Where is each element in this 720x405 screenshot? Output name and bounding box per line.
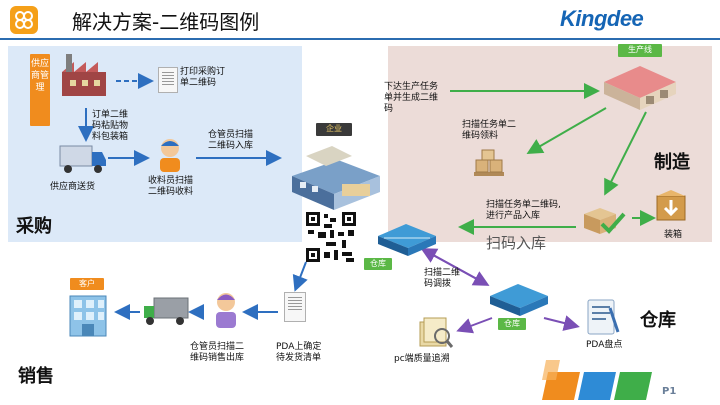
pda-inventory-caption: PDA盘点 [586,340,623,350]
scan-transfer-caption: 扫描二维 码调拨 [424,268,461,289]
packing-box-icon [654,188,688,222]
purchase-order-document-icon [158,67,178,93]
page-number: P1 [662,386,677,397]
page-title: 解决方案-二维码图例 [72,10,260,34]
production-line-building-icon [600,58,680,112]
pda-device-icon [582,298,622,338]
factory-icon [56,52,110,100]
supplier-delivery-caption: 供应商送货 [50,182,96,192]
checked-box-icon [580,204,626,236]
enterprise-tag: 企业 [316,123,352,136]
shipping-list-document-icon [284,292,306,322]
print-po-caption: 打印采购订 单二维码 [180,67,226,88]
header-divider [0,38,720,40]
pc-trace-caption: pc端质量追溯 [394,354,450,364]
header-bar [0,0,720,38]
customer-building-icon [64,290,112,338]
sales-section-label: 销售 [18,366,54,387]
qr-code-icon [306,212,356,262]
purchase-section-label: 采购 [16,216,52,237]
receiver-scan-caption: 收料员扫描 二维码收料 [148,176,194,197]
receiver-person-icon [152,136,188,174]
pallet-boxes-icon [472,148,506,178]
keeper-scan-in-caption: 仓管员扫描 二维码入库 [208,130,254,151]
kingdee-mark-icon [10,6,38,34]
brand-logo: Kingdee [560,6,644,31]
warehouse-bottom-icon [488,280,550,318]
keeper-scan-out-caption: 仓管员扫描二 维码销售出库 [190,342,245,363]
arrow-to-box [604,111,647,196]
warehouse-top-tag: 仓库 [364,258,392,270]
arrow-pda [543,315,580,331]
delivery-truck-icon [58,142,108,176]
arrow-trace [456,317,493,334]
order-label-caption: 订单二维 码粘贴物 料包装箱 [92,110,129,142]
quality-trace-folder-icon [418,316,454,350]
arrow-transfer-back [420,248,487,285]
warehouse-top-icon [376,220,438,258]
purchase-panel [8,46,302,242]
pda-confirm-caption: PDA上确定 待发货清单 [276,342,322,363]
issue-task-caption: 下达生产任务 单并生成二维 码 [384,82,439,114]
logo-flap-left [542,360,560,380]
warehouse-section-label: 仓库 [640,310,676,331]
customer-tag: 客户 [70,278,104,290]
production-line-tag: 生产线 [618,44,662,57]
packing-caption: 装箱 [664,230,683,240]
arrow-pick [526,107,607,155]
logo-shape-blue [578,372,616,400]
scan-pick-caption: 扫描任务单二 维码领料 [462,120,517,141]
scan-in-handwritten-note: 扫码入库 [486,234,547,252]
arrow-to-pda-list [292,261,308,292]
scan-task-in-caption: 扫描任务单二维码, 进行产品入库 [486,200,561,221]
manufacture-section-label: 制造 [654,152,690,173]
supplier-tag: 供应商管理 [30,54,50,126]
enterprise-building-icon [286,138,386,212]
logo-shape-green [614,372,652,400]
keeper-person-icon [208,290,244,330]
warehouse-bottom-tag: 仓库 [498,318,526,330]
outbound-truck-icon [142,294,190,328]
